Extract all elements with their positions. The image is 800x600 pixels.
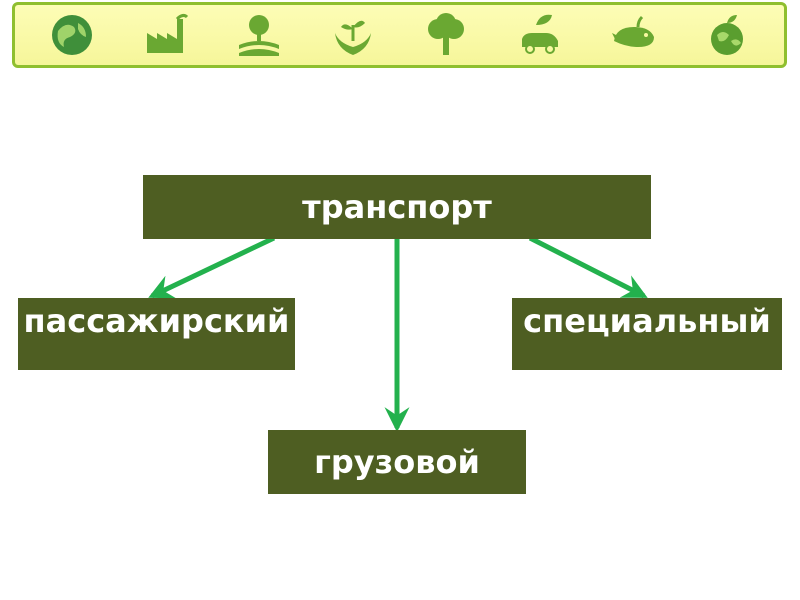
eco-car-icon [514, 9, 566, 61]
tree-icon [420, 9, 472, 61]
landscape-tree-icon [233, 9, 285, 61]
header-icon-bar [12, 2, 787, 68]
arrow-to-passenger [148, 235, 276, 299]
factory-icon [139, 9, 191, 61]
node-special: специальный [512, 298, 782, 370]
node-passenger: пассажирский [18, 298, 295, 370]
node-cargo: грузовой [268, 430, 526, 494]
node-transport: транспорт [143, 175, 651, 239]
hands-sprout-icon [327, 9, 379, 61]
globe-icon [46, 9, 98, 61]
apple-globe-icon [701, 9, 753, 61]
whale-icon [608, 9, 660, 61]
arrow-to-special [528, 235, 648, 299]
